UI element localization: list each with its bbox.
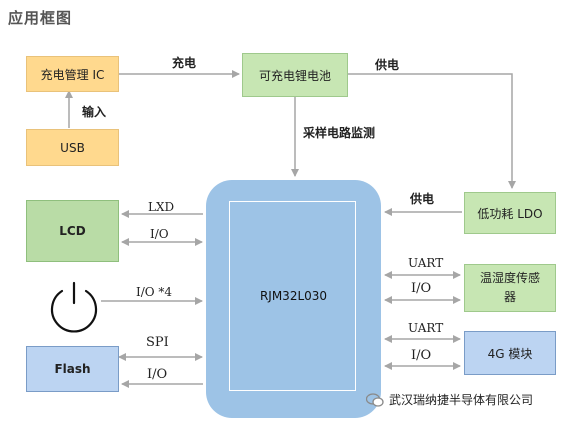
usb-block: USB — [26, 129, 119, 166]
ldo-block: 低功耗 LDO — [464, 192, 556, 234]
label-spi: SPI — [146, 335, 169, 350]
mcu-label: RJM32L030 — [259, 289, 328, 303]
temp-sensor-label: 温湿度传感器 — [480, 270, 541, 304]
label-sensor-io: I/O — [411, 281, 432, 296]
watermark-text: 武汉瑞纳捷半导体有限公司 — [389, 393, 534, 407]
label-flash-io: I/O — [147, 367, 168, 382]
label-supply-ldo: 供电 — [410, 192, 435, 206]
wechat-icon — [366, 392, 384, 407]
arrow-supply-battery-ldo — [347, 73, 516, 189]
mcu-block — [206, 180, 381, 418]
power-button-icon — [50, 281, 98, 333]
label-button-io: I/O *4 — [136, 285, 173, 299]
label-4g-uart: UART — [408, 321, 444, 335]
label-4g-io: I/O — [411, 348, 432, 363]
mcu-inner-frame — [229, 201, 356, 391]
label-lxd: LXD — [148, 200, 175, 214]
battery-block: 可充电锂电池 — [242, 53, 348, 97]
4g-module-block: 4G 模块 — [464, 331, 556, 375]
label-input: 输入 — [82, 105, 107, 119]
flash-block: Flash — [26, 346, 119, 392]
label-sampling: 采样电路监测 — [303, 126, 376, 140]
diagram-title: 应用框图 — [8, 9, 73, 27]
label-lcd-io: I/O — [150, 227, 169, 241]
label-charge: 充电 — [172, 56, 197, 70]
watermark: 武汉瑞纳捷半导体有限公司 — [366, 391, 533, 408]
label-supply-top: 供电 — [375, 58, 400, 72]
temp-sensor-block: 温湿度传感器 — [464, 264, 556, 312]
charger-ic-block: 充电管理 IC — [26, 56, 119, 92]
lcd-block: LCD — [26, 200, 119, 262]
label-sensor-uart: UART — [408, 256, 444, 270]
